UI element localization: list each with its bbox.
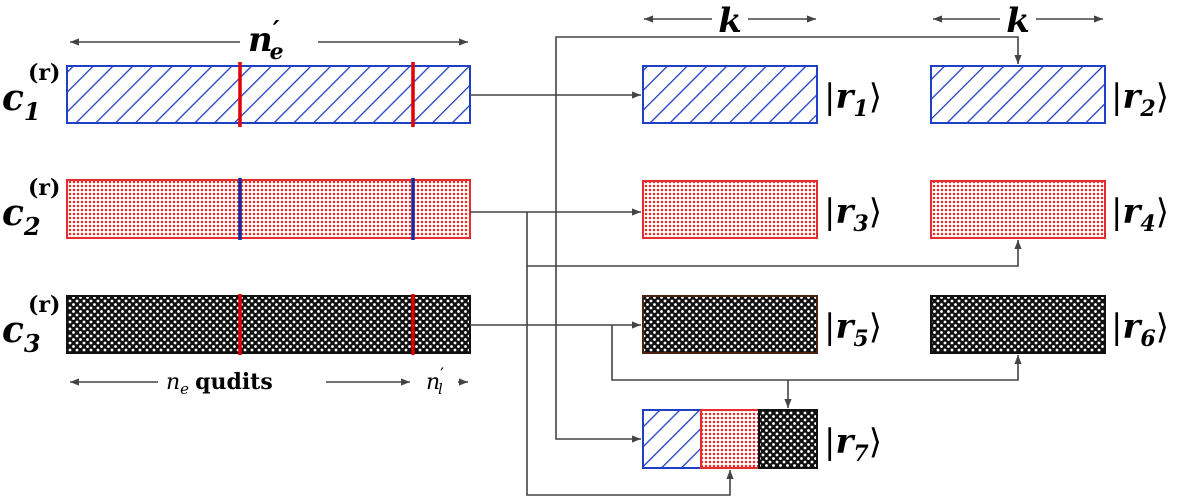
- codeword-bar-c1: [66, 62, 471, 127]
- nl-prime-label: n′l: [426, 365, 444, 398]
- svg-text:(r): (r): [28, 175, 60, 201]
- register-block-r6: [930, 295, 1106, 354]
- register-block-r1: [642, 65, 818, 124]
- codeword-label-c2: c2 (r): [2, 175, 60, 241]
- register-block-r3: [642, 180, 818, 239]
- k-dimension-1: k: [644, 1, 816, 41]
- svg-text:c2: c2: [2, 192, 41, 241]
- ket-r4: |r4⟩: [1111, 192, 1169, 237]
- svg-text:(r): (r): [28, 60, 60, 86]
- ket-r7: |r7⟩: [824, 422, 882, 467]
- codeword-bar-c2: [66, 178, 471, 240]
- wires-c2: [470, 208, 1022, 496]
- svg-text:c1: c1: [2, 77, 41, 126]
- codeword-label-c1: c1 (r): [2, 60, 60, 126]
- k-label: k: [1006, 1, 1030, 41]
- ket-r5: |r5⟩: [824, 307, 882, 352]
- register-block-r2: [930, 65, 1106, 124]
- k-label: k: [718, 1, 742, 41]
- codeword-bar-c3: [66, 294, 471, 355]
- register-block-r4: [930, 180, 1106, 239]
- register-block-r7: [642, 409, 818, 469]
- ket-labels: |r1⟩ |r2⟩ |r3⟩ |r4⟩ |r5⟩ |r6⟩ |r7⟩: [824, 77, 1169, 467]
- ket-r6: |r6⟩: [1111, 307, 1169, 352]
- top-dimension: n′e: [70, 16, 468, 65]
- wires-c1: [470, 36, 1022, 443]
- wires-c3: [470, 321, 1022, 408]
- ket-r2: |r2⟩: [1111, 77, 1169, 122]
- top-dimension-label: n′e: [248, 16, 284, 65]
- ket-r3: |r3⟩: [824, 192, 882, 237]
- ket-r1: |r1⟩: [824, 77, 882, 122]
- register-block-r5: [642, 295, 818, 354]
- svg-text:(r): (r): [28, 292, 60, 318]
- svg-text:c3: c3: [2, 309, 41, 358]
- codeword-label-c3: c3 (r): [2, 292, 60, 358]
- k-dimension-2: k: [933, 1, 1103, 41]
